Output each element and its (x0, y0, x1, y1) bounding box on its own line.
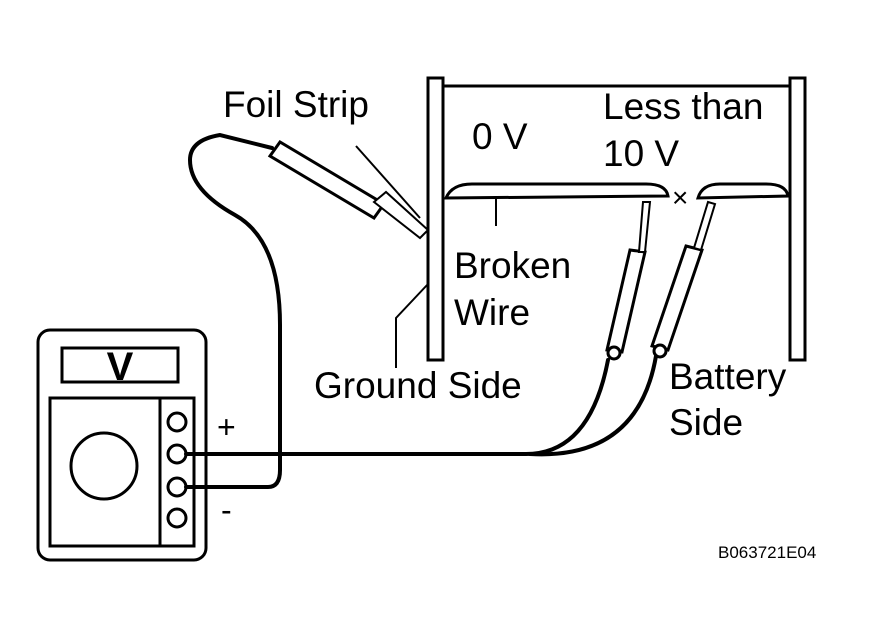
battery-side-label-line2: Side (669, 402, 744, 443)
wire-battery-segment (695, 182, 790, 200)
broken-wire-label-line1: Broken (454, 245, 572, 286)
negative-terminal-label: - (221, 492, 232, 528)
battery-side-cable (528, 354, 658, 457)
probe-battery-body (650, 244, 704, 352)
broken-wire-label-line2: Wire (454, 292, 531, 333)
jack-4 (166, 507, 188, 529)
probe-tip (372, 190, 430, 240)
meter-dial (69, 431, 139, 501)
jack-3-negative (166, 476, 188, 498)
multimeter (36, 328, 208, 562)
jack-1 (166, 411, 188, 433)
foil-strip-probe (267, 140, 430, 240)
wire-ground-segment (443, 182, 670, 200)
less-than-label-line2: 10 V (603, 133, 680, 174)
negative-lead-cable (184, 132, 282, 489)
probe-ground-collar (606, 345, 622, 361)
probe-ground-tip (637, 201, 652, 253)
left-post (426, 76, 445, 362)
positive-terminal-label: + (217, 409, 236, 445)
meter-display-text: V (106, 345, 134, 389)
probe-ground-body (605, 248, 647, 354)
probe-battery-collar (652, 343, 668, 359)
test-probes (605, 200, 717, 361)
probe-battery-tip (692, 200, 717, 252)
foil-strip-leader (355, 145, 421, 219)
figure-id-label: B063721E04 (718, 543, 817, 562)
ground-side-leader (395, 283, 429, 368)
cables (184, 132, 658, 489)
battery-side-label-line1: Battery (669, 356, 787, 397)
less-than-label-line1: Less than (603, 86, 764, 127)
jack-2-positive (166, 443, 188, 465)
break-mark: × (672, 182, 689, 213)
probe-body (267, 140, 387, 220)
ground-side-label: Ground Side (314, 365, 522, 406)
right-post (788, 76, 807, 362)
foil-strip-label: Foil Strip (223, 84, 369, 125)
frame (426, 76, 807, 362)
zero-volts-label: 0 V (472, 116, 528, 157)
meter-display (60, 346, 180, 384)
leader-lines (355, 145, 497, 368)
